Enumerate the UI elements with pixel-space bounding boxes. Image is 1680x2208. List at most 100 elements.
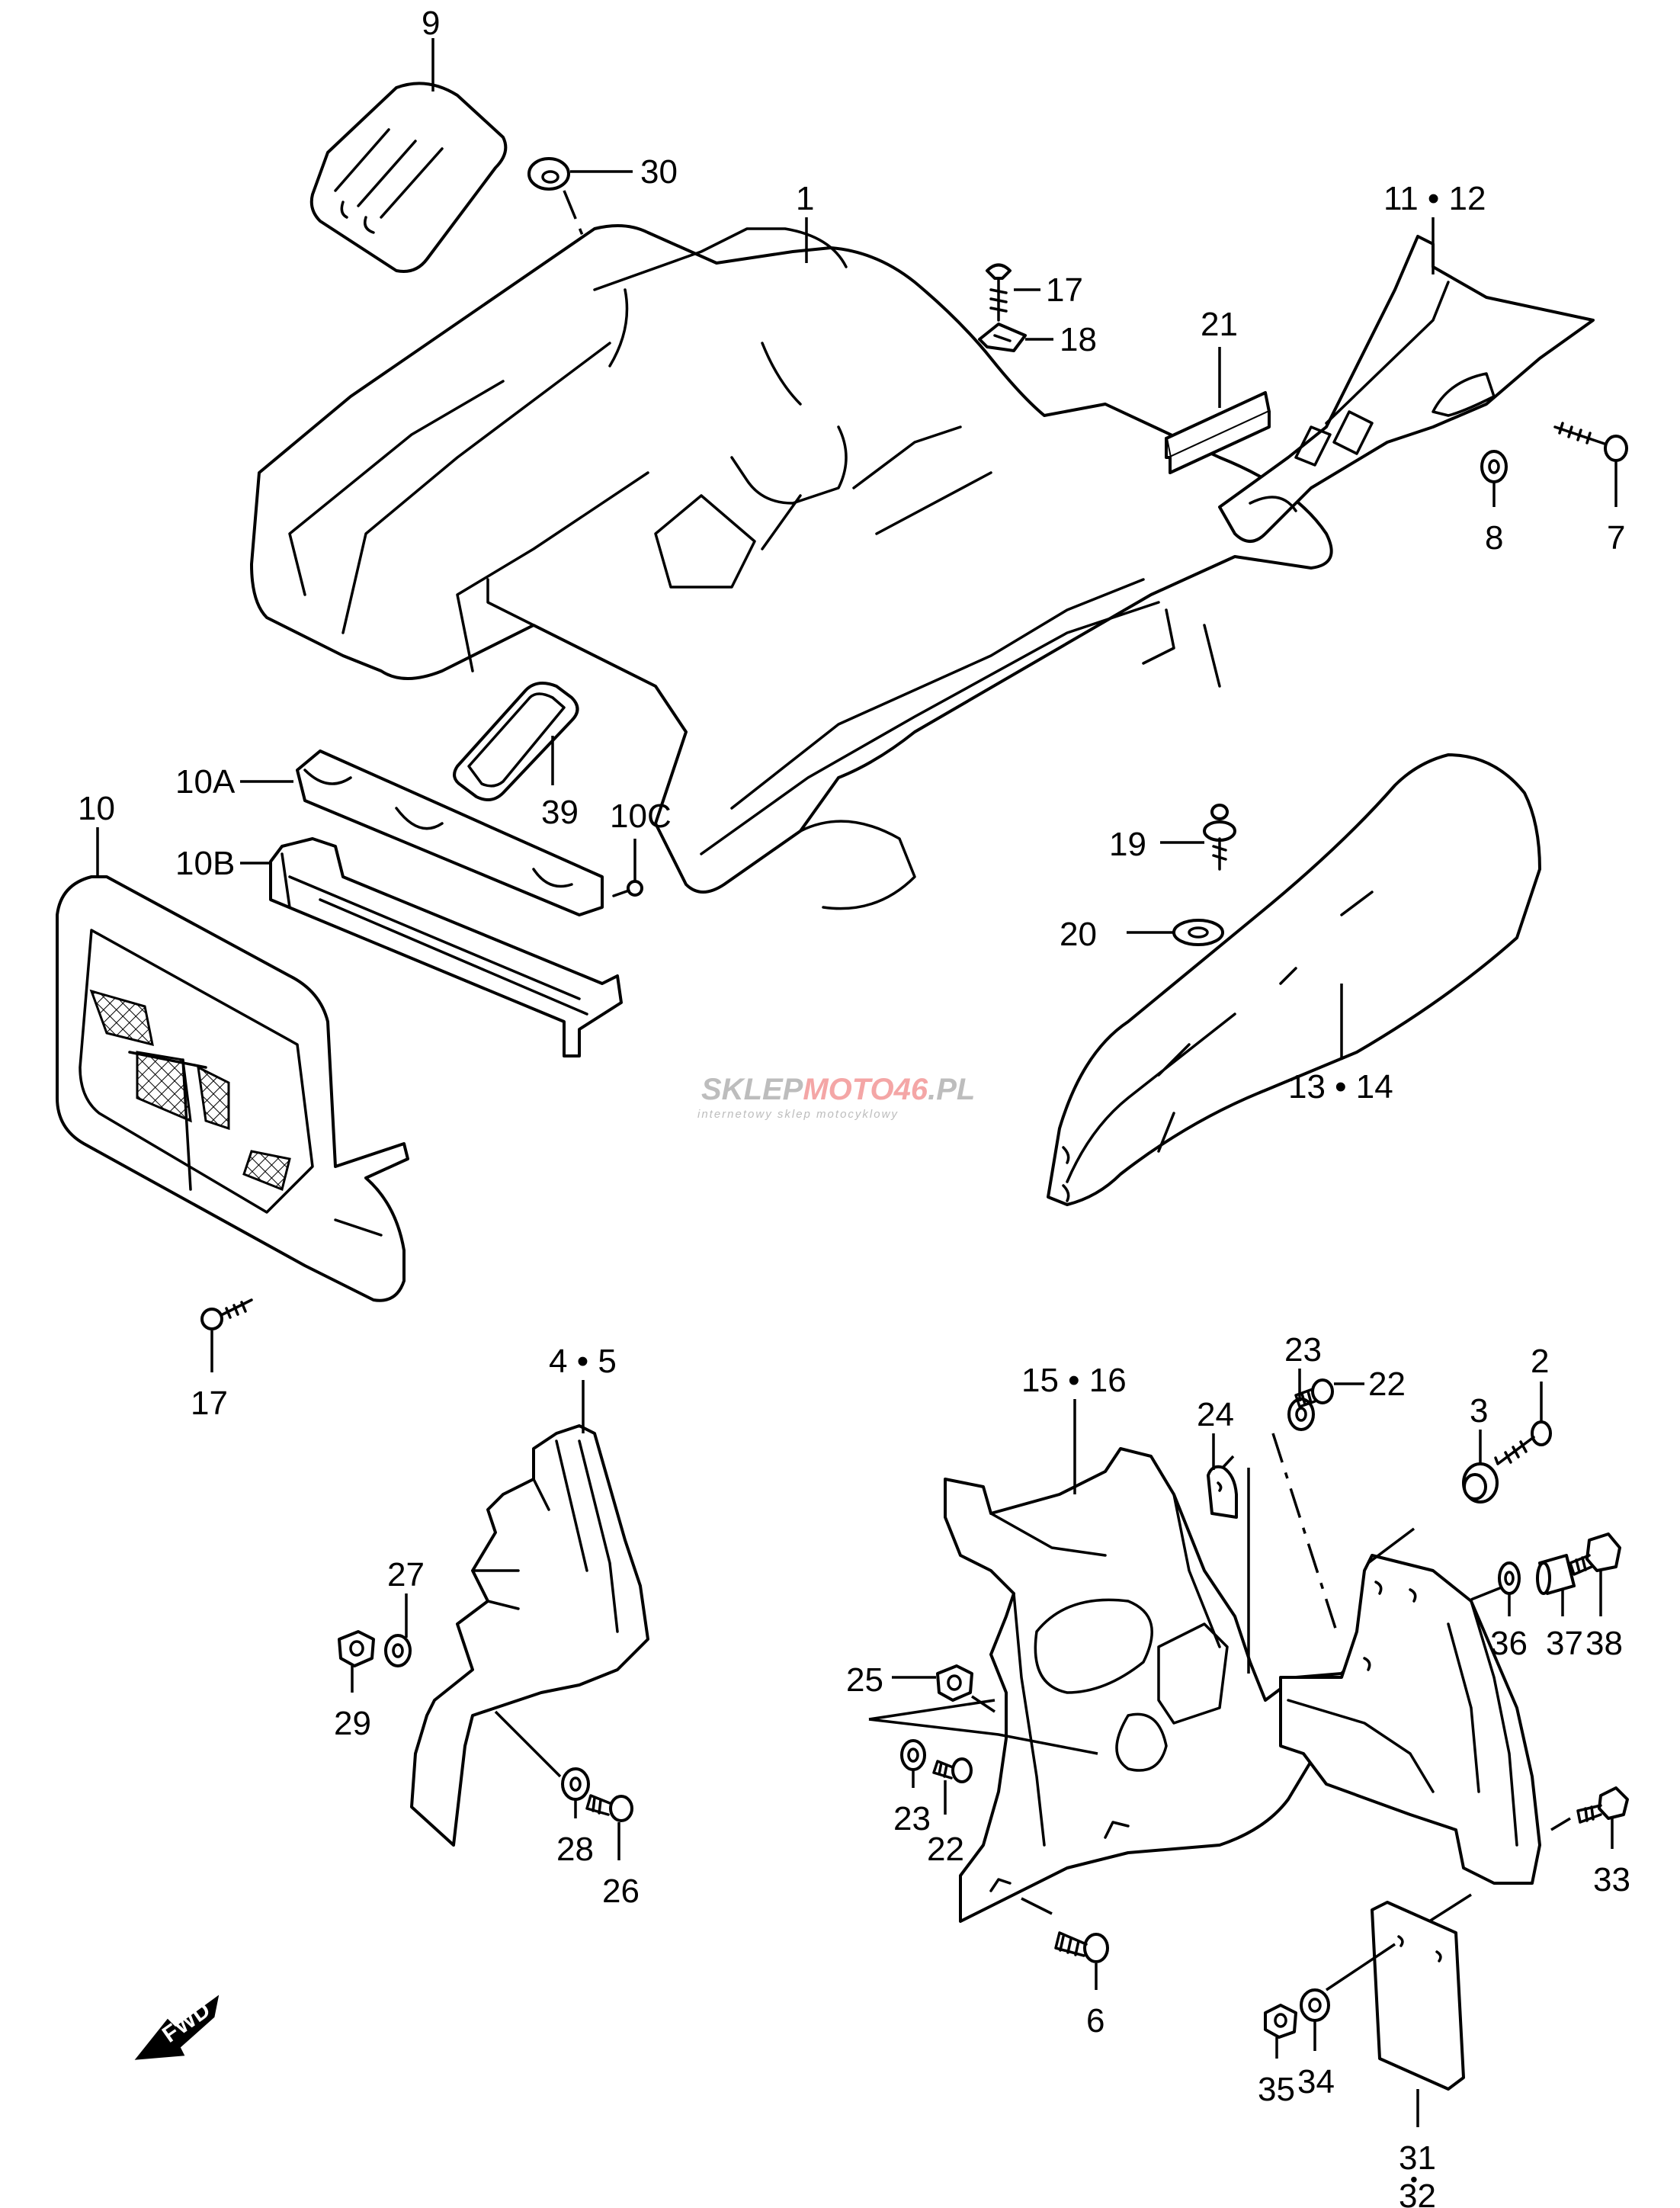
assembly-line-34 (1326, 1943, 1396, 1991)
assembly-line-28 (494, 1710, 562, 1778)
assembly-line-31 (1428, 1893, 1472, 1923)
part-24-bracket-tab[interactable] (1207, 1465, 1238, 1519)
callout-22-upper[interactable]: 22 (1368, 1366, 1406, 1403)
watermark-part3: 46 (893, 1073, 928, 1106)
callout-39[interactable]: 39 (541, 794, 579, 831)
assembly-line-22-upper (1271, 1433, 1339, 1636)
watermark-part4: .PL (928, 1073, 975, 1106)
part-18-clip-nut[interactable] (978, 323, 1027, 352)
callout-17-upper[interactable]: 17 (1046, 271, 1083, 309)
part-13-14-fender-flap[interactable] (1047, 753, 1541, 1206)
callout-25[interactable]: 25 (846, 1661, 883, 1699)
callout-33[interactable]: 33 (1593, 1861, 1630, 1898)
part-11-12-side-cover[interactable] (1218, 235, 1595, 543)
part-21-foam-block[interactable] (1165, 391, 1271, 474)
callout-8[interactable]: 8 (1485, 519, 1503, 557)
part-37-spacer[interactable] (1536, 1554, 1576, 1595)
callout-23-lower[interactable]: 23 (893, 1800, 931, 1837)
callout-3[interactable]: 3 (1470, 1392, 1488, 1430)
part-1-front-fender[interactable] (250, 224, 1333, 910)
callout-9[interactable]: 9 (422, 5, 440, 42)
part-10A-bracket[interactable] (296, 749, 604, 916)
watermark: SKLEPMOTO46.PL internetowy sklep motocyk… (697, 1073, 975, 1121)
callout-27[interactable]: 27 (387, 1556, 425, 1593)
callout-11-12[interactable]: 11 • 12 (1383, 180, 1486, 217)
part-34-washer[interactable] (1300, 1988, 1330, 2022)
callout-34[interactable]: 34 (1297, 2063, 1335, 2100)
watermark-part1: SKLEP (701, 1073, 803, 1106)
callout-20[interactable]: 20 (1060, 916, 1097, 953)
part-36-washer[interactable] (1498, 1561, 1521, 1595)
part-10B-bracket[interactable] (269, 837, 623, 1057)
watermark-tagline: internetowy sklep motocyklowy (697, 1108, 899, 1121)
assembly-lines-lower (868, 1699, 1098, 1755)
callout-10A[interactable]: 10A (175, 763, 236, 801)
callout-31-32-dot: • (1410, 2168, 1418, 2191)
assembly-line-25 (971, 1695, 995, 1713)
part-25-nut[interactable] (936, 1664, 973, 1702)
assembly-line-6 (1021, 1897, 1053, 1915)
part-33-bolt[interactable] (1576, 1786, 1629, 1824)
part-3-collar[interactable] (1462, 1462, 1499, 1504)
callout-35[interactable]: 35 (1258, 2071, 1295, 2108)
callout-13-14[interactable]: 13 • 14 (1288, 1068, 1393, 1106)
part-23-washer-upper[interactable] (1287, 1398, 1315, 1431)
callout-15-16[interactable]: 15 • 16 (1021, 1362, 1127, 1399)
callout-24[interactable]: 24 (1197, 1396, 1234, 1433)
part-39-seal[interactable] (453, 682, 579, 801)
callout-30[interactable]: 30 (640, 153, 678, 191)
part-8-washer[interactable] (1480, 450, 1508, 483)
callout-7[interactable]: 7 (1607, 519, 1625, 557)
part-23-washer-lower[interactable] (900, 1739, 926, 1771)
part-rear-mud-guard-panel[interactable] (1279, 1554, 1541, 1885)
callout-19[interactable]: 19 (1109, 826, 1146, 863)
callout-17-lower[interactable]: 17 (191, 1385, 228, 1422)
svg-text:SKLEPMOTO46.PL: SKLEPMOTO46.PL (701, 1073, 975, 1106)
watermark-part2: MOTO (803, 1073, 893, 1106)
callout-31[interactable]: 31 (1399, 2139, 1436, 2177)
part-35-nut[interactable] (1264, 2004, 1297, 2039)
callout-21[interactable]: 21 (1201, 306, 1238, 343)
callout-18[interactable]: 18 (1060, 321, 1097, 358)
callout-38[interactable]: 38 (1585, 1625, 1623, 1662)
part-30-grommet[interactable] (527, 157, 570, 191)
callout-37[interactable]: 37 (1546, 1625, 1583, 1662)
callout-28[interactable]: 28 (556, 1831, 594, 1868)
callout-6[interactable]: 6 (1086, 2002, 1105, 2040)
callout-2[interactable]: 2 (1531, 1343, 1549, 1380)
part-10-grille-guard[interactable] (56, 875, 409, 1302)
part-10C-screw[interactable] (612, 880, 643, 897)
part-31-32-mud-flap[interactable] (1371, 1901, 1465, 2091)
part-17-screw-upper[interactable] (986, 263, 1012, 322)
callout-32[interactable]: 32 (1399, 2178, 1436, 2208)
part-6-bolt[interactable] (1054, 1931, 1109, 1963)
part-17-screw-lower[interactable] (200, 1298, 253, 1330)
callout-10C[interactable]: 10C (610, 798, 672, 835)
part-29-nut[interactable] (338, 1630, 375, 1667)
callout-36[interactable]: 36 (1490, 1625, 1528, 1662)
part-19-push-rivet[interactable] (1203, 804, 1236, 871)
part-20-grommet[interactable] (1172, 919, 1224, 946)
part-27-washer[interactable] (384, 1634, 412, 1667)
callout-10B[interactable]: 10B (175, 845, 235, 882)
assembly-line-33 (1550, 1817, 1571, 1831)
callout-26[interactable]: 26 (602, 1873, 640, 1910)
part-2-screw[interactable] (1494, 1420, 1552, 1465)
assembly-line-3 (1367, 1527, 1415, 1565)
callout-22-lower[interactable]: 22 (927, 1831, 964, 1868)
part-9-pad[interactable] (309, 82, 508, 273)
part-22-bolt-upper[interactable] (1294, 1378, 1334, 1408)
assembly-line-36 (1470, 1584, 1506, 1601)
callout-23-upper[interactable]: 23 (1284, 1331, 1322, 1369)
callout-4-5[interactable]: 4 • 5 (549, 1343, 617, 1380)
callout-10[interactable]: 10 (78, 790, 115, 827)
forward-arrow-icon: FWD (134, 1995, 220, 2060)
part-38-bolt[interactable] (1569, 1532, 1621, 1576)
part-22-bolt-lower[interactable] (932, 1757, 973, 1783)
part-28-washer[interactable] (561, 1767, 590, 1801)
callout-29[interactable]: 29 (334, 1705, 371, 1742)
callout-1[interactable]: 1 (796, 180, 814, 217)
part-26-bolt[interactable] (585, 1794, 633, 1822)
part-7-bolt[interactable] (1553, 422, 1628, 462)
part-4-5-inner-panel[interactable] (410, 1424, 649, 1847)
